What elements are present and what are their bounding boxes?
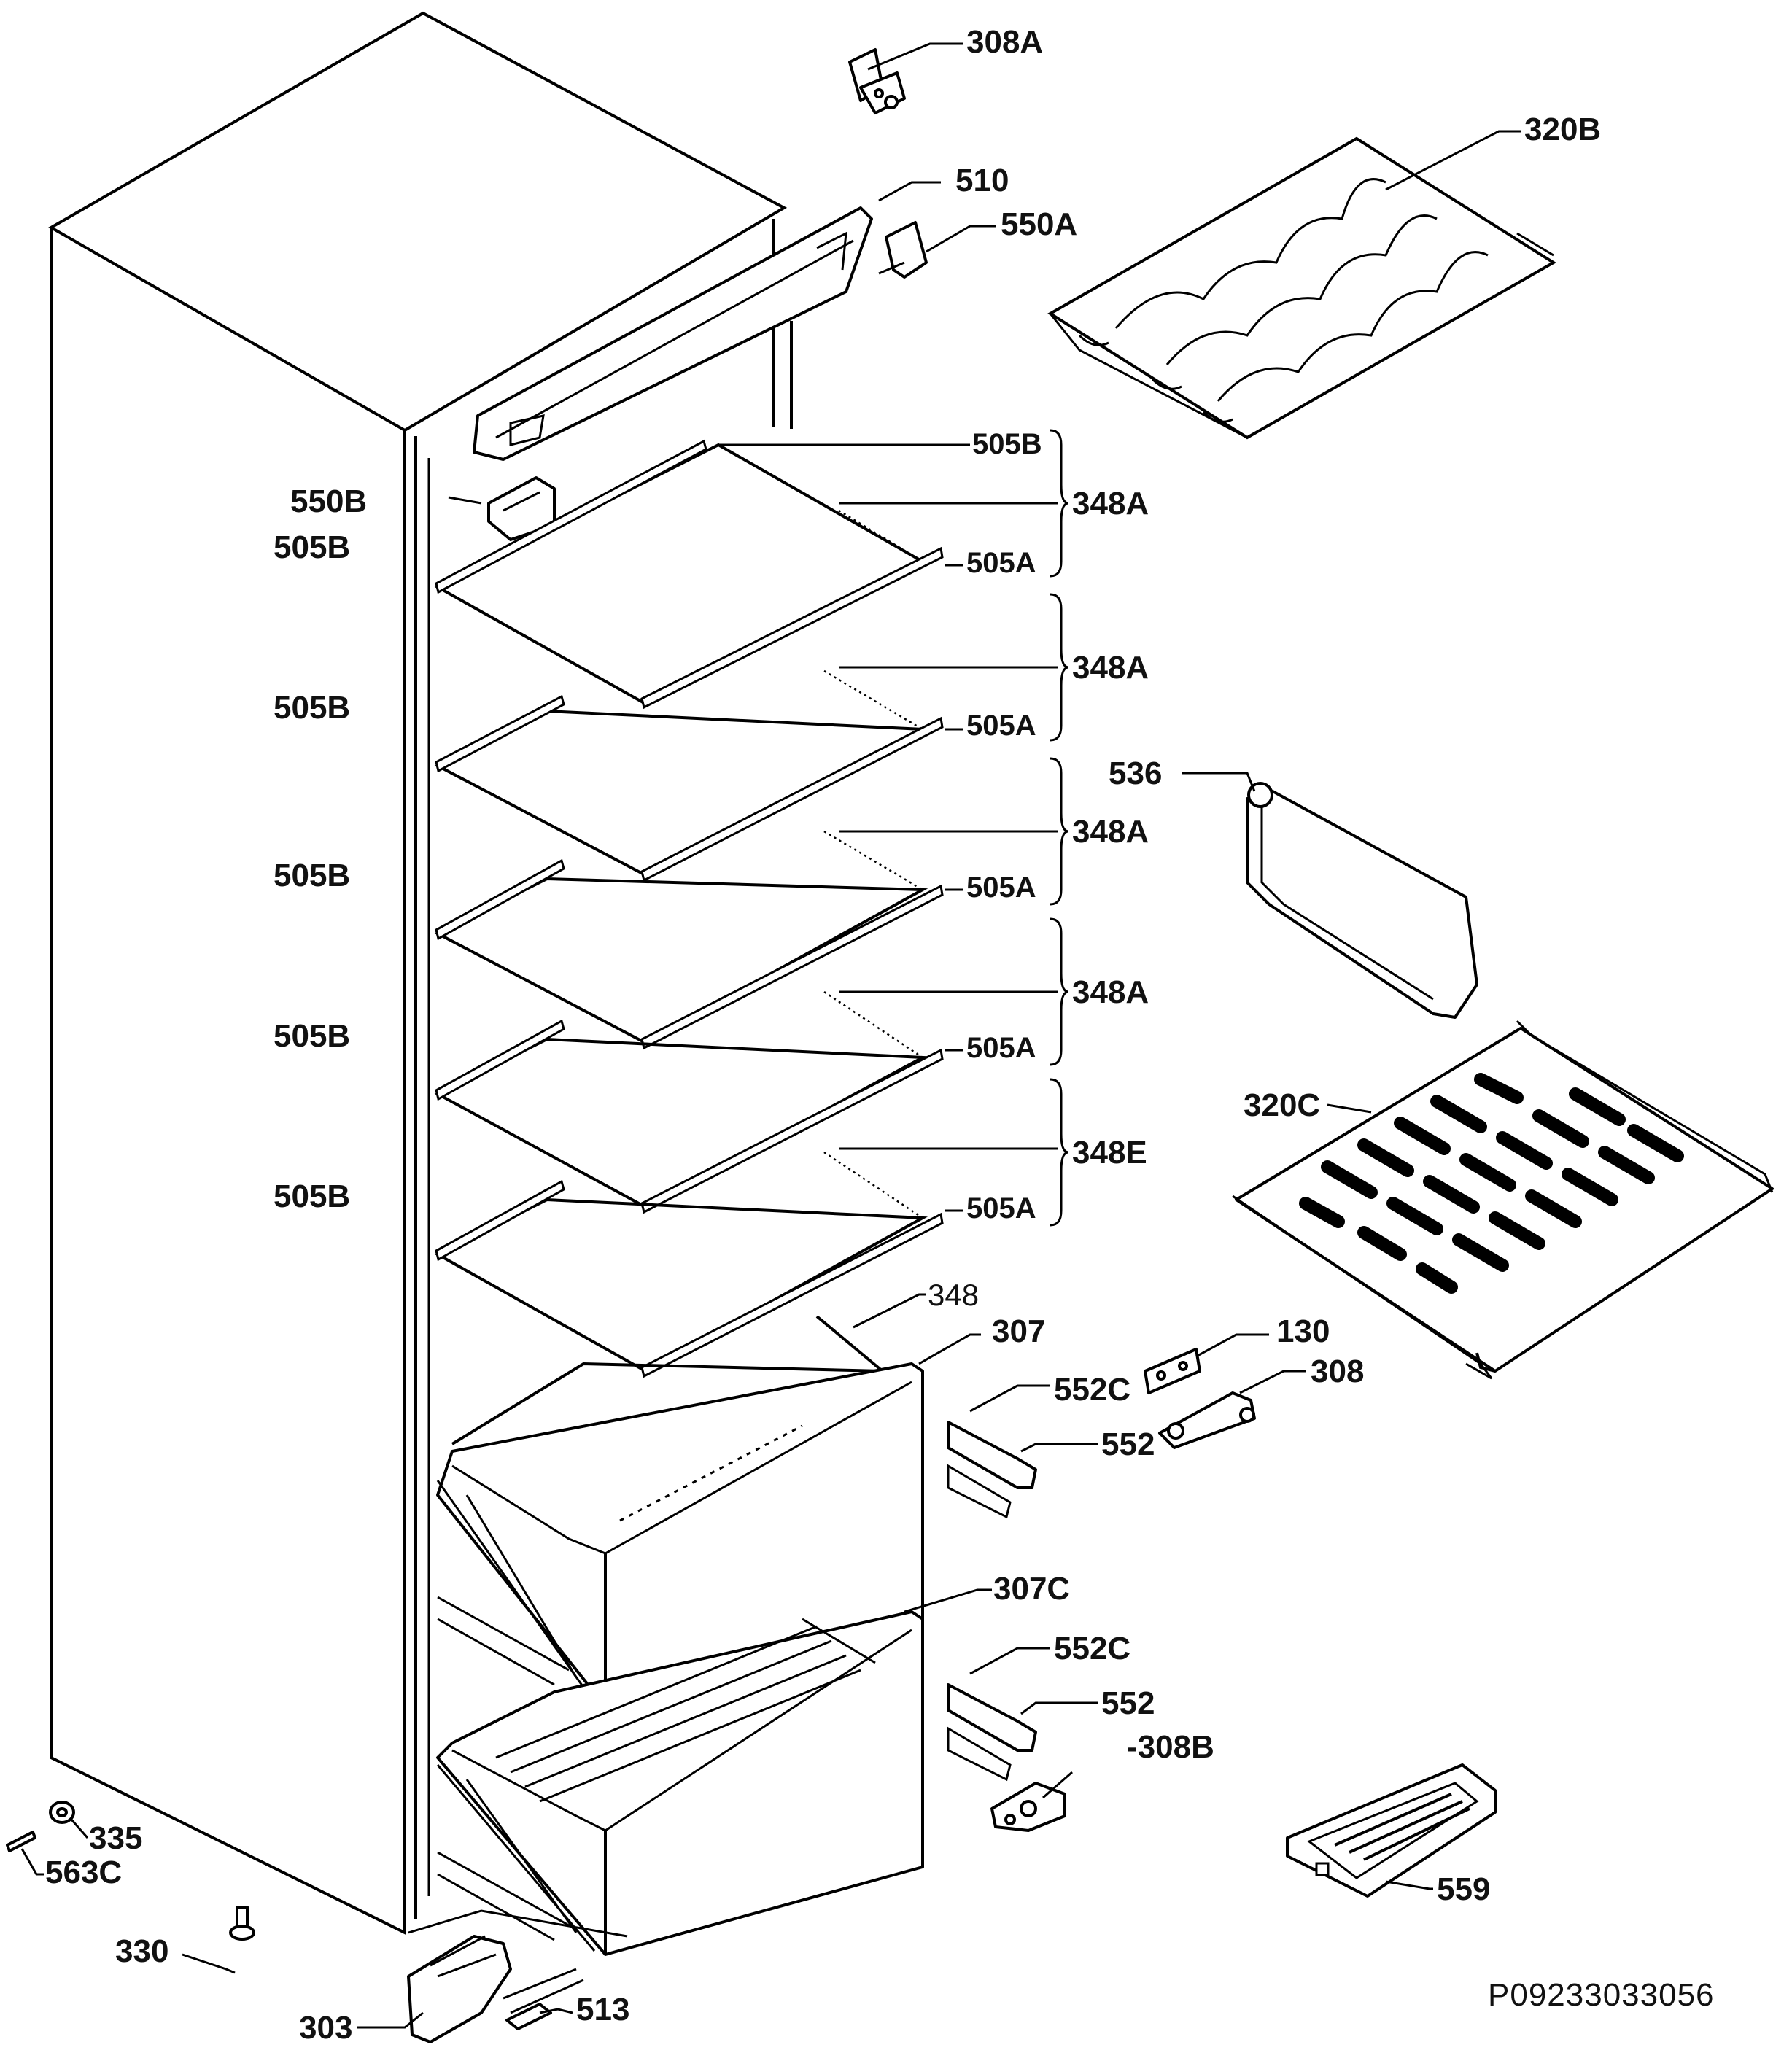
label-348a-1: 348A bbox=[1072, 486, 1149, 521]
group-braces bbox=[1050, 429, 1069, 1227]
hinge-bracket-308a bbox=[848, 48, 906, 114]
label-348a-2: 348A bbox=[1072, 650, 1149, 686]
label-552-1: 552 bbox=[1101, 1426, 1155, 1462]
label-550b: 550B bbox=[290, 484, 367, 519]
tray-320c bbox=[1232, 1020, 1774, 1380]
glass-shelf-3 bbox=[434, 830, 944, 1050]
glass-shelf-2 bbox=[434, 669, 944, 882]
label-505b-2: 505B bbox=[274, 690, 350, 726]
slide-rail-552-upper bbox=[947, 1421, 1037, 1519]
label-308: 308 bbox=[1311, 1354, 1364, 1389]
label-505b-1: 505B bbox=[274, 529, 350, 565]
label-563c: 563C bbox=[45, 1855, 122, 1890]
drawing-reference-code: P09233033056 bbox=[1488, 1977, 1715, 2013]
label-348a-4: 348A bbox=[1072, 974, 1149, 1010]
label-308b: -308B bbox=[1127, 1729, 1214, 1765]
hinge-308b bbox=[990, 1782, 1066, 1832]
control-panel-510 bbox=[473, 206, 873, 461]
label-559: 559 bbox=[1437, 1871, 1490, 1907]
label-335: 335 bbox=[89, 1820, 142, 1856]
slide-rail-552-lower bbox=[947, 1683, 1037, 1782]
hinge-308 bbox=[1158, 1391, 1256, 1449]
drawer-307c bbox=[436, 1610, 924, 1956]
label-130: 130 bbox=[1276, 1313, 1330, 1349]
foot-330 bbox=[229, 1906, 255, 1941]
label-348: 348 bbox=[928, 1278, 979, 1312]
label-505b-top: 505B bbox=[972, 428, 1042, 460]
label-552c-2: 552C bbox=[1054, 1631, 1130, 1666]
glass-shelf-5 bbox=[434, 1151, 944, 1378]
label-308a: 308A bbox=[966, 24, 1043, 60]
divider-536 bbox=[1246, 782, 1478, 1019]
bottle-rack-320b bbox=[1047, 136, 1556, 440]
label-552c-1: 552C bbox=[1054, 1372, 1130, 1408]
glass-shelf-1 bbox=[434, 439, 944, 710]
glass-shelf-4 bbox=[434, 990, 944, 1214]
label-505b-4: 505B bbox=[274, 1018, 350, 1054]
cabinet-body bbox=[47, 11, 793, 1936]
label-505a-3: 505A bbox=[966, 872, 1036, 904]
label-513: 513 bbox=[576, 1992, 629, 2027]
label-505a-2: 505A bbox=[966, 710, 1036, 742]
label-320c: 320C bbox=[1244, 1087, 1320, 1123]
label-303: 303 bbox=[299, 2010, 352, 2046]
label-510: 510 bbox=[955, 163, 1009, 198]
label-307c: 307C bbox=[993, 1571, 1070, 1607]
label-307: 307 bbox=[992, 1313, 1045, 1349]
label-320b: 320B bbox=[1524, 112, 1601, 147]
label-536: 536 bbox=[1109, 756, 1162, 791]
foot-335 bbox=[49, 1801, 75, 1824]
part-labels: 308A 510 550A 320B 550B 505B 348A 348A 3… bbox=[45, 24, 1715, 2046]
label-552-2: 552 bbox=[1101, 1685, 1155, 1721]
label-505b-3: 505B bbox=[274, 858, 350, 893]
label-505a-4: 505A bbox=[966, 1032, 1036, 1064]
base-plinth bbox=[408, 1909, 628, 2014]
label-348e: 348E bbox=[1072, 1135, 1147, 1171]
label-348a-3: 348A bbox=[1072, 814, 1149, 850]
pin-563c bbox=[6, 1831, 36, 1852]
filter-559 bbox=[1286, 1763, 1497, 1898]
label-330: 330 bbox=[115, 1933, 168, 1969]
label-505a-5: 505A bbox=[966, 1192, 1036, 1224]
label-550a: 550A bbox=[1001, 206, 1077, 242]
cover-303 bbox=[407, 1935, 512, 2043]
label-505b-5: 505B bbox=[274, 1179, 350, 1214]
clip-513 bbox=[505, 2003, 552, 2030]
lamp-cover-550a bbox=[878, 221, 928, 279]
label-505a-1: 505A bbox=[966, 547, 1036, 579]
hinge-cover-130 bbox=[1144, 1348, 1201, 1394]
leader-lines bbox=[20, 42, 1521, 2029]
